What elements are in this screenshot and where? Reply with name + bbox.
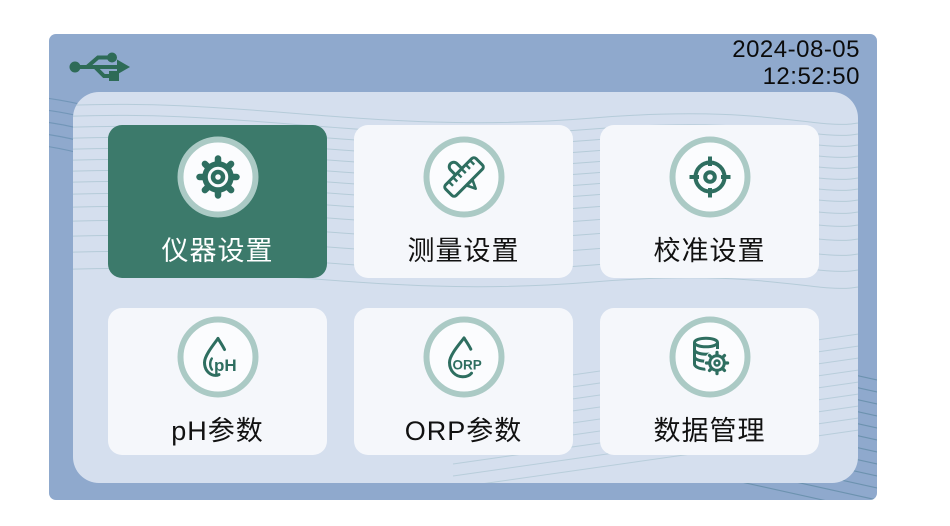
tile-data-management[interactable]: 数据管理	[600, 308, 819, 455]
tile-label: 数据管理	[653, 415, 766, 446]
tile-measurement-settings[interactable]: 测量设置	[354, 125, 573, 278]
datetime-display: 2024-08-05 12:52:50	[732, 36, 860, 90]
tile-label: 测量设置	[407, 235, 520, 266]
tile-ph-parameters[interactable]: pH pH参数	[108, 308, 327, 455]
device-screen: 2024-08-05 12:52:50	[49, 34, 877, 500]
database-gear-icon	[669, 316, 750, 397]
time-label: 12:52:50	[762, 63, 860, 90]
tile-orp-parameters[interactable]: ORP ORP参数	[354, 308, 573, 455]
tile-label: 校准设置	[653, 235, 766, 266]
tile-label: 仪器设置	[161, 235, 274, 266]
menu-panel: 仪器设置	[73, 92, 858, 483]
ph-drop-icon: pH	[177, 316, 258, 397]
ruler-pencil-icon	[423, 136, 504, 217]
orp-icon-text: ORP	[452, 357, 481, 372]
date-label: 2024-08-05	[732, 36, 860, 63]
orp-drop-icon: ORP	[423, 316, 504, 397]
menu-grid: 仪器设置	[108, 125, 819, 455]
tile-label: pH参数	[171, 415, 264, 446]
target-icon	[669, 136, 750, 217]
tile-calibration-settings[interactable]: 校准设置	[600, 125, 819, 278]
tile-label: ORP参数	[404, 415, 523, 446]
ph-icon-text: pH	[214, 356, 237, 375]
tile-instrument-settings[interactable]: 仪器设置	[108, 125, 327, 278]
usb-icon	[69, 52, 130, 81]
gear-icon	[177, 136, 258, 217]
